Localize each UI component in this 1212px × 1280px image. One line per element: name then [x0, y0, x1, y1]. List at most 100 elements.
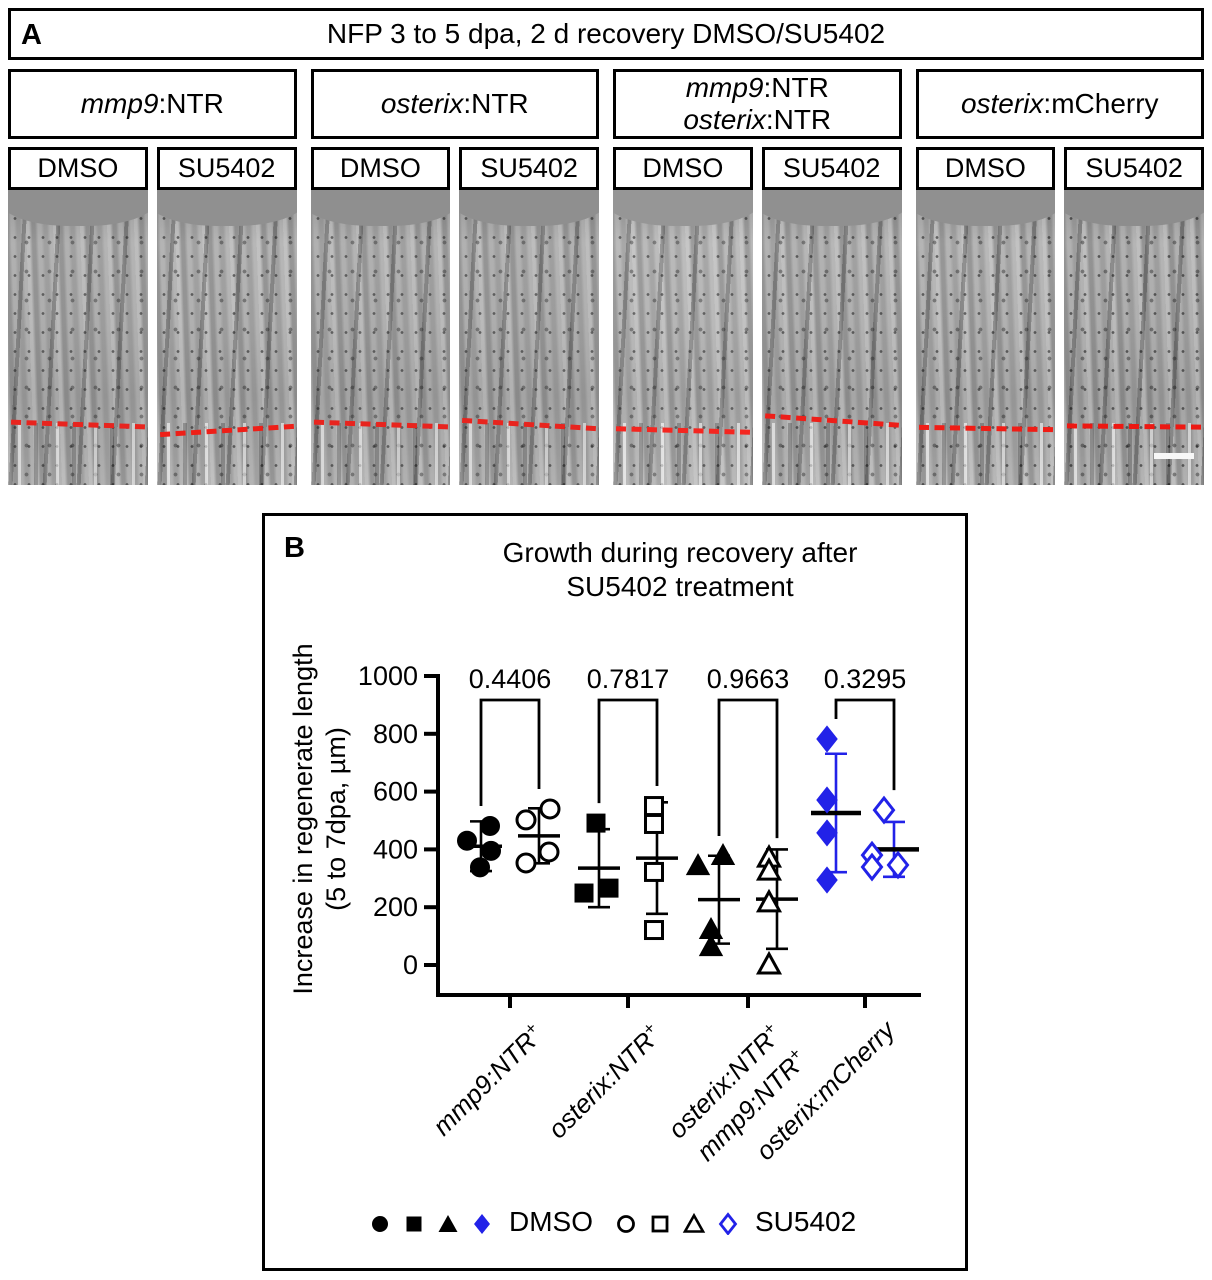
- data-point-square: [644, 861, 664, 882]
- data-point-square: [574, 883, 594, 903]
- genotype-box-mmp9ntr: mmp9:NTR: [8, 69, 297, 139]
- y-tick-label: 0: [403, 950, 418, 980]
- panel-a-header-box: A NFP 3 to 5 dpa, 2 d recovery DMSO/SU54…: [8, 8, 1204, 60]
- fin-ray-segments: [459, 423, 599, 485]
- filled-square-icon: [406, 1216, 422, 1232]
- genotype-box-osterixntr: osterix:NTR: [310, 69, 599, 139]
- p-value: 0.7817: [587, 664, 670, 694]
- treatment-label: DMSO: [915, 147, 1056, 190]
- data-point-square: [599, 878, 619, 898]
- treatment-label: DMSO: [310, 147, 451, 190]
- panel-b-label: B: [284, 532, 305, 564]
- micrograph-column: DMSO: [310, 147, 451, 485]
- genotype-line: osterix:mCherry: [960, 88, 1159, 119]
- panel-a-title: NFP 3 to 5 dpa, 2 d recovery DMSO/SU5402: [326, 18, 886, 49]
- treatment-label: SU5402: [156, 147, 297, 190]
- open-circle-icon: [617, 1215, 635, 1233]
- data-point-triangle: [685, 853, 711, 876]
- comparison-bracket: [717, 698, 779, 839]
- fin-ray-segments: [915, 423, 1056, 485]
- fin-ray-segments: [310, 423, 451, 485]
- legend: DMSO SU5402: [265, 1206, 965, 1246]
- micrograph-column: DMSO: [8, 147, 148, 485]
- y-tick-label: 200: [373, 892, 418, 922]
- comparison-bracket: [597, 698, 659, 804]
- treatment-label: DMSO: [613, 147, 753, 190]
- data-point-diamond: [860, 852, 884, 882]
- micrograph-column: SU5402: [156, 147, 297, 485]
- genotype-line: mmp9:NTR: [685, 72, 829, 103]
- micrograph-pair: DMSO SU5402: [310, 147, 599, 485]
- data-point-circle: [515, 852, 537, 874]
- micrograph-image: [1064, 190, 1204, 485]
- micrograph-column: SU5402: [459, 147, 599, 485]
- panel-a-label: A: [21, 19, 42, 51]
- micrograph-column: SU5402: [761, 147, 902, 485]
- data-point-square: [644, 813, 664, 834]
- data-point-square: [644, 920, 664, 941]
- genotype-label-row: mmp9:NTR osterix:NTR mmp9:NTR osterix:NT…: [8, 69, 1204, 139]
- micrograph-row: DMSO SU5402 DMSO SU5402 DMSO: [8, 147, 1204, 485]
- micrograph-pair: DMSO SU5402: [613, 147, 902, 485]
- comparison-bracket: [479, 698, 541, 806]
- open-diamond-icon: [718, 1212, 738, 1235]
- data-point-diamond: [816, 725, 838, 753]
- filled-triangle-icon: [438, 1215, 458, 1232]
- legend-dmso: DMSO: [367, 1206, 593, 1238]
- panel-b: B Growth during recovery after SU5402 tr…: [262, 513, 968, 1271]
- background-region: [310, 190, 451, 226]
- y-tick-label: 1000: [358, 661, 418, 691]
- micrograph-column: DMSO: [915, 147, 1056, 485]
- data-point-circle: [470, 857, 490, 878]
- genotype-box-double: mmp9:NTR osterix:NTR: [613, 69, 902, 139]
- micrograph-pair: DMSO SU5402: [8, 147, 297, 485]
- background-region: [459, 190, 599, 226]
- micrograph-pair: DMSO SU5402: [915, 147, 1204, 485]
- y-tick-label: 800: [373, 719, 418, 749]
- comparison-bracket: [834, 698, 896, 791]
- p-value: 0.9663: [707, 664, 790, 694]
- genotype-line: osterix:NTR: [683, 104, 832, 135]
- data-point-diamond: [816, 866, 838, 894]
- panel-a: A NFP 3 to 5 dpa, 2 d recovery DMSO/SU54…: [8, 8, 1204, 485]
- treatment-label: SU5402: [459, 147, 599, 190]
- data-point-triangle: [755, 950, 783, 975]
- filled-diamond-icon: [474, 1214, 490, 1234]
- background-region: [761, 190, 902, 226]
- fin-ray-segments: [8, 423, 148, 485]
- data-point-circle: [538, 841, 560, 863]
- chart-title: Growth during recovery after SU5402 trea…: [502, 537, 858, 602]
- treatment-label: SU5402: [761, 147, 902, 190]
- background-region: [915, 190, 1056, 226]
- background-region: [1064, 190, 1204, 226]
- data-point-diamond: [886, 850, 910, 880]
- micrograph-image: [310, 190, 451, 485]
- genotype-box-osterixmcherry: osterix:mCherry: [915, 69, 1204, 139]
- fin-ray-segments: [156, 423, 297, 485]
- data-point-triangle: [755, 888, 783, 913]
- open-triangle-icon: [682, 1212, 706, 1233]
- data-point-square: [644, 796, 664, 817]
- data-point-diamond: [816, 786, 838, 814]
- background-region: [613, 190, 753, 226]
- data-point-square: [586, 813, 606, 833]
- micrograph-column: SU5402: [1064, 147, 1204, 485]
- data-point-circle: [457, 830, 477, 851]
- micrograph-image: [915, 190, 1056, 485]
- fin-ray-segments: [761, 423, 902, 485]
- legend-dmso-text: DMSO: [509, 1206, 593, 1237]
- micrograph-image: [156, 190, 297, 485]
- micrograph-column: DMSO: [613, 147, 753, 485]
- data-point-triangle: [710, 842, 736, 866]
- data-point-diamond: [872, 795, 896, 825]
- data-point-diamond: [816, 819, 838, 847]
- micrograph-image: [761, 190, 902, 485]
- filled-circle-icon: [372, 1216, 388, 1232]
- background-region: [8, 190, 148, 226]
- treatment-label: SU5402: [1064, 147, 1204, 190]
- data-point-circle: [539, 798, 561, 820]
- data-point-circle: [515, 809, 537, 831]
- data-point-circle: [480, 815, 500, 836]
- legend-su5402: SU5402: [613, 1206, 856, 1238]
